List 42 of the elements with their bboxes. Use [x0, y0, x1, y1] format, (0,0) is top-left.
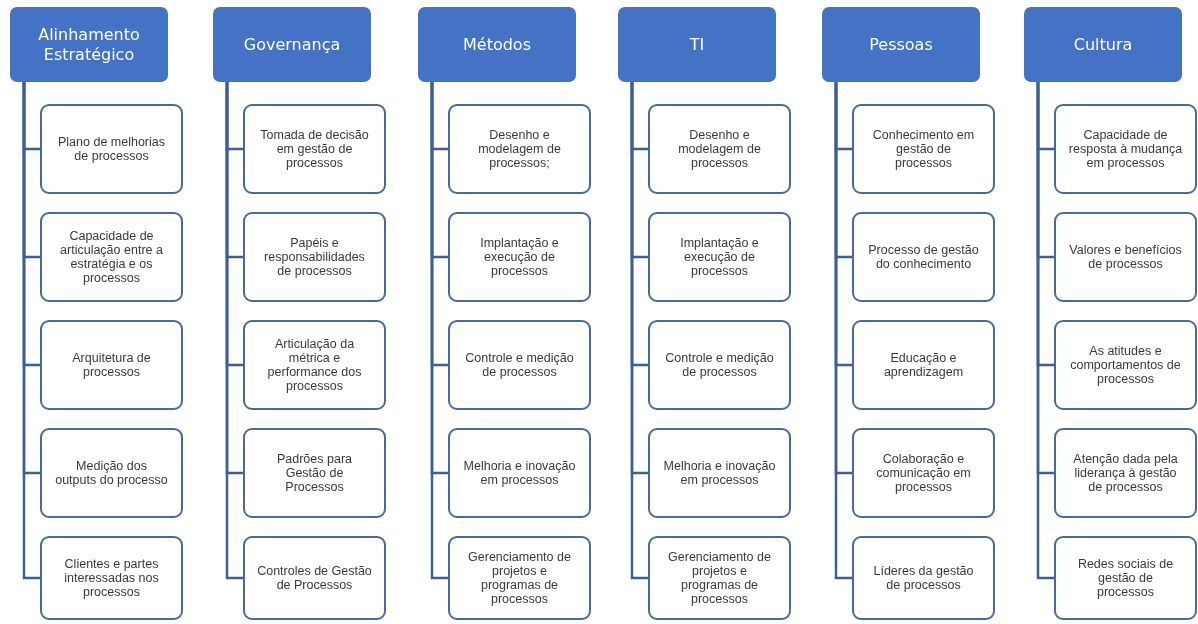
item-box: Educação e aprendizagem	[852, 320, 995, 410]
connector-line	[1036, 82, 1054, 580]
category-header: Governança	[213, 7, 371, 82]
item-box: Papéis e responsabilidades de processos	[243, 212, 386, 302]
connector-line	[834, 82, 852, 580]
item-box: Valores e benefícios de processos	[1054, 212, 1197, 302]
category-header: Cultura	[1024, 7, 1182, 82]
item-box: Gerenciamento de projetos e programas de processos	[448, 536, 591, 620]
category-header: Alinhamento Estratégico	[10, 7, 168, 82]
item-box: As atitudes e comportamentos de processos	[1054, 320, 1197, 410]
item-box: Capacidade de articulação entre a estratégia e os processos	[40, 212, 183, 302]
item-box: Medição dos outputs do processo	[40, 428, 183, 518]
item-box: Implantação e execução de processos	[648, 212, 791, 302]
connector-line	[430, 82, 448, 580]
item-box: Redes sociais de gestão de processos	[1054, 536, 1197, 620]
item-box: Desenho e modelagem de processos;	[448, 104, 591, 194]
item-box: Colaboração e comunicação em processos	[852, 428, 995, 518]
item-box: Controle e medição de processos	[448, 320, 591, 410]
item-box: Desenho e modelagem de processos	[648, 104, 791, 194]
item-box: Atenção dada pela liderança à gestão de processos	[1054, 428, 1197, 518]
connector-line	[225, 82, 243, 580]
connector-line	[630, 82, 648, 580]
item-box: Padrões para Gestão de Processos	[243, 428, 386, 518]
item-box: Implantação e execução de processos	[448, 212, 591, 302]
item-box: Articulação da métrica e performance dos processos	[243, 320, 386, 410]
item-box: Arquitetura de processos	[40, 320, 183, 410]
item-box: Tomada de decisão em gestão de processos	[243, 104, 386, 194]
item-box: Melhoria e inovação em processos	[648, 428, 791, 518]
item-box: Processo de gestão do conhecimento	[852, 212, 995, 302]
category-header: Pessoas	[822, 7, 980, 82]
item-box: Melhoria e inovação em processos	[448, 428, 591, 518]
category-header: TI	[618, 7, 776, 82]
connector-line	[22, 82, 40, 580]
item-box: Controles de Gestão de Processos	[243, 536, 386, 620]
item-box: Gerenciamento de projetos e programas de processos	[648, 536, 791, 620]
item-box: Controle e medição de processos	[648, 320, 791, 410]
category-header: Métodos	[418, 7, 576, 82]
item-box: Capacidade de resposta à mudança em processos	[1054, 104, 1197, 194]
item-box: Plano de melhorias de processos	[40, 104, 183, 194]
item-box: Líderes da gestão de processos	[852, 536, 995, 620]
item-box: Clientes e partes interessadas nos processos	[40, 536, 183, 620]
item-box: Conhecimento em gestão de processos	[852, 104, 995, 194]
